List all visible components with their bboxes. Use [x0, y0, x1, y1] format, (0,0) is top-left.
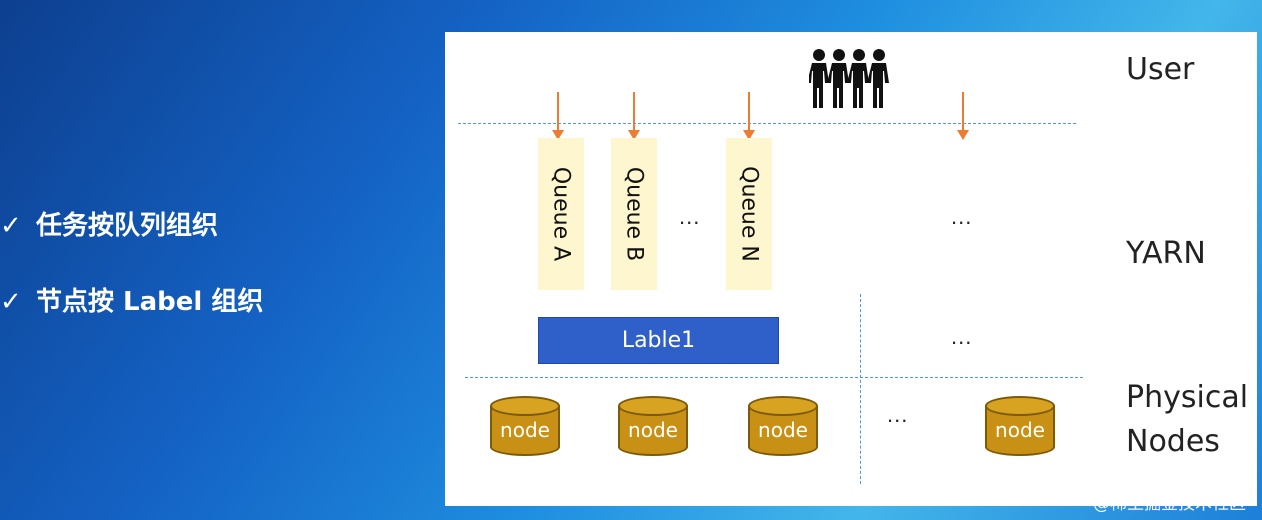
queue-a: Queue A — [538, 138, 584, 290]
layer-label-yarn: YARN — [1126, 236, 1206, 271]
ellipsis: ... — [679, 204, 701, 229]
queue-label: Queue B — [621, 166, 647, 262]
layer-label-user: User — [1126, 52, 1195, 87]
bullet-text: 节点按 Label 组织 — [36, 287, 264, 317]
users-group-icon — [809, 49, 889, 108]
partition-divider — [860, 294, 861, 484]
bullet-label-organization: ✓ 节点按 Label 组织 — [0, 281, 263, 318]
bullet-text: 任务按队列组织 — [36, 211, 219, 241]
node-label: node — [628, 418, 678, 442]
label-partition-bar: Lable1 — [538, 317, 779, 364]
queue-b: Queue B — [611, 138, 657, 290]
arrow-down-icon — [628, 92, 640, 140]
queue-label: Queue N — [736, 166, 762, 262]
queue-label: Queue A — [548, 166, 574, 262]
yarn-physical-divider — [465, 377, 1083, 378]
node-cylinder: node — [748, 396, 818, 456]
checkmark-icon: ✓ — [0, 211, 22, 241]
node-label: node — [995, 418, 1045, 442]
checkmark-icon: ✓ — [0, 287, 22, 317]
node-cylinder: node — [490, 396, 560, 456]
ellipsis: ... — [951, 204, 973, 229]
ellipsis: ... — [951, 324, 973, 349]
arrow-down-icon — [957, 92, 969, 140]
user-yarn-divider — [458, 123, 1076, 124]
node-cylinder: node — [985, 396, 1055, 456]
arrow-down-icon — [552, 92, 564, 140]
arrow-down-icon — [743, 92, 755, 140]
node-label: node — [758, 418, 808, 442]
node-cylinder: node — [618, 396, 688, 456]
watermark: @稀土掘金技术社区 — [1093, 494, 1246, 514]
architecture-diagram: Queue A Queue B ... Queue N ... Lable1 .… — [445, 32, 1257, 506]
queue-n: Queue N — [726, 138, 772, 290]
bullet-queue-organization: ✓ 任务按队列组织 — [0, 205, 218, 242]
node-label: node — [500, 418, 550, 442]
layer-label-physical-nodes: Physical Nodes — [1126, 380, 1249, 459]
ellipsis: ... — [887, 402, 909, 427]
